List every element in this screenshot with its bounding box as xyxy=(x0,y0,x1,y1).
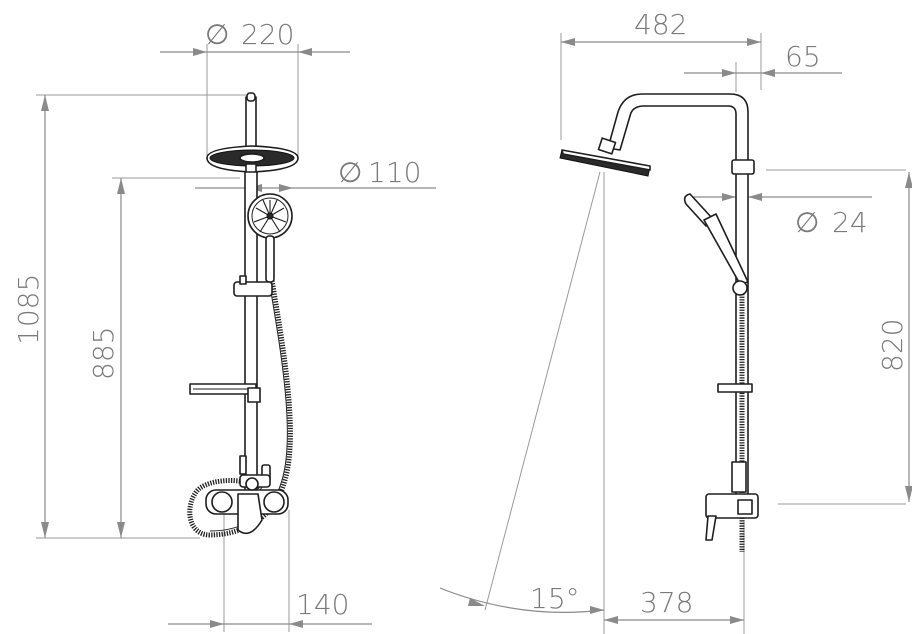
dim-wall-offset: 65 xyxy=(684,40,842,92)
dim-angle: 15° xyxy=(439,171,605,634)
label-24: 24 xyxy=(832,206,868,239)
label-1085: 1085 xyxy=(12,274,45,345)
label-110: 110 xyxy=(368,156,421,189)
dim-rail-height: 820 xyxy=(766,169,912,505)
top-cap xyxy=(246,92,256,102)
shower-arm xyxy=(607,93,749,171)
label-885: 885 xyxy=(87,327,120,380)
shower-column-front xyxy=(187,92,299,538)
dim-arm-reach: 482 xyxy=(560,8,762,140)
dim-showerhead-diameter: ∅ 220 xyxy=(160,18,350,158)
label-378: 378 xyxy=(640,586,693,619)
rain-showerhead xyxy=(206,145,299,175)
soap-shelf-front xyxy=(189,383,261,403)
label-140: 140 xyxy=(296,588,349,621)
dim-head-projection: 378 xyxy=(604,520,745,634)
mixer-front xyxy=(205,455,289,535)
shower-column-side xyxy=(559,93,759,552)
mixer-side xyxy=(705,461,759,541)
slider-knob xyxy=(239,275,247,285)
label-diameter-symbol-24: ∅ xyxy=(795,206,819,239)
label-220: 220 xyxy=(241,18,294,51)
label-15-degrees: 15° xyxy=(530,582,580,615)
soap-shelf-side xyxy=(717,383,753,393)
label-diameter-symbol-220: ∅ xyxy=(205,18,229,51)
label-820: 820 xyxy=(876,319,909,372)
label-diameter-symbol-110: ∅ xyxy=(338,156,362,189)
dim-total-height: 1085 xyxy=(12,94,252,539)
dim-handshower-diameter: ∅ 110 xyxy=(195,156,436,192)
side-view: 482 65 ∅ 24 820 xyxy=(439,8,912,634)
upper-bracket xyxy=(731,159,755,175)
label-65: 65 xyxy=(785,40,821,73)
dim-showerhead-height: 885 xyxy=(87,177,240,538)
top-pipe xyxy=(245,96,257,148)
front-view: ∅ 220 ∅ 110 1085 885 xyxy=(12,18,436,632)
dim-rail-diameter: ∅ 24 xyxy=(684,193,872,239)
label-482: 482 xyxy=(634,8,687,41)
hand-shower-front xyxy=(247,193,293,283)
dim-outlet-spacing: 140 xyxy=(168,510,372,632)
riser-rail-side xyxy=(735,167,749,509)
rain-showerhead-side xyxy=(559,137,651,177)
slider-holder xyxy=(233,281,273,297)
